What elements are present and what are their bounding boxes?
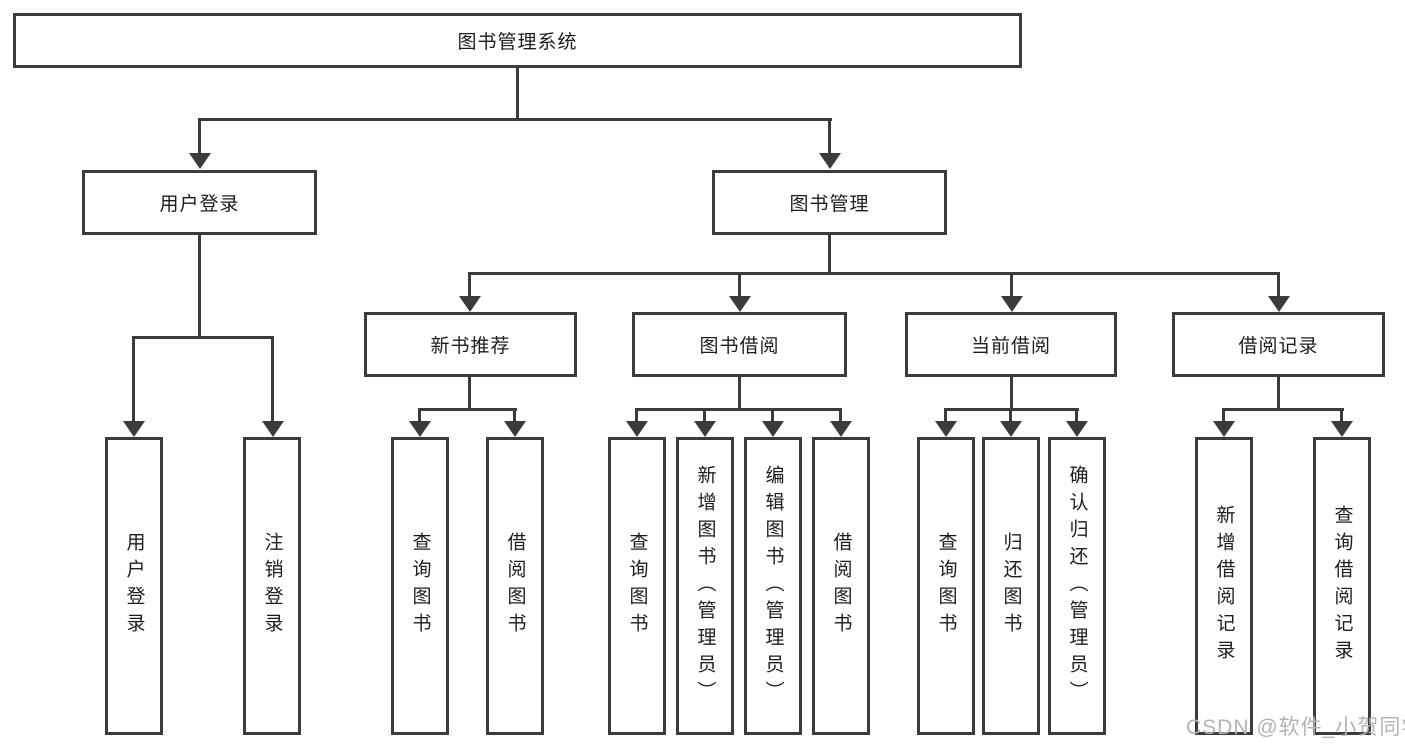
leaf-user-login: 用户登录 [105, 437, 163, 735]
arrowhead-icon [762, 421, 784, 437]
connector-line [516, 68, 519, 118]
connector-line [1340, 408, 1343, 421]
connector-line [771, 408, 774, 421]
leaf-newbook-borrow-books: 借阅图书 [486, 437, 544, 735]
arrowhead-icon [409, 421, 431, 437]
leaf-current-query-books-label: 查询图书 [935, 532, 957, 640]
connector-line [944, 408, 947, 421]
connector-line [1277, 272, 1280, 297]
arrowhead-icon [1066, 421, 1088, 437]
connector-line [738, 377, 741, 408]
connector-line [132, 336, 135, 421]
leaf-current-return-books: 归还图书 [982, 437, 1040, 735]
connector-line [1277, 377, 1280, 408]
connector-line [468, 377, 471, 408]
node-root: 图书管理系统 [13, 13, 1022, 68]
leaf-current-query-books: 查询图书 [917, 437, 975, 735]
leaf-borrow-edit-books-admin: 编辑图书（管理员） [744, 437, 802, 735]
leaf-record-query-borrow-record-label: 查询借阅记录 [1331, 505, 1353, 667]
connector-line [468, 272, 471, 297]
leaf-current-confirm-return-admin-label: 确认归还（管理员） [1066, 464, 1088, 708]
arrowhead-icon [1268, 296, 1290, 312]
node-book-management-label: 图书管理 [789, 194, 870, 215]
leaf-record-add-borrow-record-label: 新增借阅记录 [1213, 505, 1235, 667]
leaf-newbook-query-books: 查询图书 [391, 437, 449, 735]
connector-line [738, 272, 741, 297]
node-user-login-label: 用户登录 [159, 194, 240, 215]
node-root-label: 图书管理系统 [457, 32, 578, 53]
connector-line [1009, 408, 1012, 421]
leaf-logout: 注销登录 [243, 437, 301, 735]
node-current-borrow-label: 当前借阅 [970, 336, 1051, 357]
node-book-borrow: 图书借阅 [632, 312, 847, 377]
leaf-newbook-query-books-label: 查询图书 [409, 532, 431, 640]
csdn-watermark: CSDN @软件_小贺同学 [1186, 716, 1405, 739]
arrowhead-icon [459, 296, 481, 312]
connector-line [198, 235, 201, 336]
leaf-record-add-borrow-record: 新增借阅记录 [1195, 437, 1253, 735]
arrowhead-icon [1213, 421, 1235, 437]
arrowhead-icon [1001, 296, 1023, 312]
connector-line [828, 235, 831, 272]
leaf-borrow-edit-books-admin-label: 编辑图书（管理员） [762, 464, 784, 708]
node-user-login: 用户登录 [82, 170, 317, 235]
leaf-logout-label: 注销登录 [261, 532, 283, 640]
connector-line [271, 336, 274, 421]
leaf-record-query-borrow-record: 查询借阅记录 [1313, 437, 1371, 735]
connector-line [513, 408, 516, 421]
connector-line [839, 408, 842, 421]
node-book-borrow-label: 图书借阅 [699, 336, 780, 357]
arrowhead-icon [830, 421, 852, 437]
leaf-borrow-query-books: 查询图书 [608, 437, 666, 735]
arrowhead-icon [1331, 421, 1353, 437]
arrowhead-icon [935, 421, 957, 437]
node-borrow-record-label: 借阅记录 [1238, 336, 1319, 357]
leaf-user-login-label: 用户登录 [123, 532, 145, 640]
node-book-management: 图书管理 [712, 170, 947, 235]
arrowhead-icon [262, 421, 284, 437]
node-borrow-record: 借阅记录 [1172, 312, 1385, 377]
leaf-borrow-add-books-admin-label: 新增图书（管理员） [694, 464, 716, 708]
connector-line [468, 272, 1280, 275]
connector-line [1075, 408, 1078, 421]
leaf-current-confirm-return-admin: 确认归还（管理员） [1048, 437, 1106, 735]
arrowhead-icon [189, 153, 211, 169]
connector-line [1010, 272, 1013, 297]
connector-line [198, 118, 201, 154]
arrowhead-icon [694, 421, 716, 437]
arrowhead-icon [123, 421, 145, 437]
connector-line [132, 336, 274, 339]
node-new-book-recommend-label: 新书推荐 [430, 336, 511, 357]
node-current-borrow: 当前借阅 [905, 312, 1117, 377]
leaf-borrow-query-books-label: 查询图书 [626, 532, 648, 640]
arrowhead-icon [729, 296, 751, 312]
connector-line [635, 408, 638, 421]
connector-line [635, 408, 842, 411]
leaf-borrow-borrow-books: 借阅图书 [812, 437, 870, 735]
connector-line [418, 408, 421, 421]
connector-line [828, 118, 831, 154]
leaf-newbook-borrow-books-label: 借阅图书 [504, 532, 526, 640]
node-new-book-recommend: 新书推荐 [364, 312, 577, 377]
leaf-borrow-borrow-books-label: 借阅图书 [830, 532, 852, 640]
connector-line [418, 408, 517, 411]
leaf-borrow-add-books-admin: 新增图书（管理员） [676, 437, 734, 735]
connector-line [198, 118, 832, 121]
leaf-current-return-books-label: 归还图书 [1000, 532, 1022, 640]
connector-line [1222, 408, 1225, 421]
arrowhead-icon [626, 421, 648, 437]
arrowhead-icon [819, 153, 841, 169]
connector-line [703, 408, 706, 421]
connector-line [1222, 408, 1344, 411]
arrowhead-icon [504, 421, 526, 437]
arrowhead-icon [1000, 421, 1022, 437]
connector-line [1010, 377, 1013, 408]
